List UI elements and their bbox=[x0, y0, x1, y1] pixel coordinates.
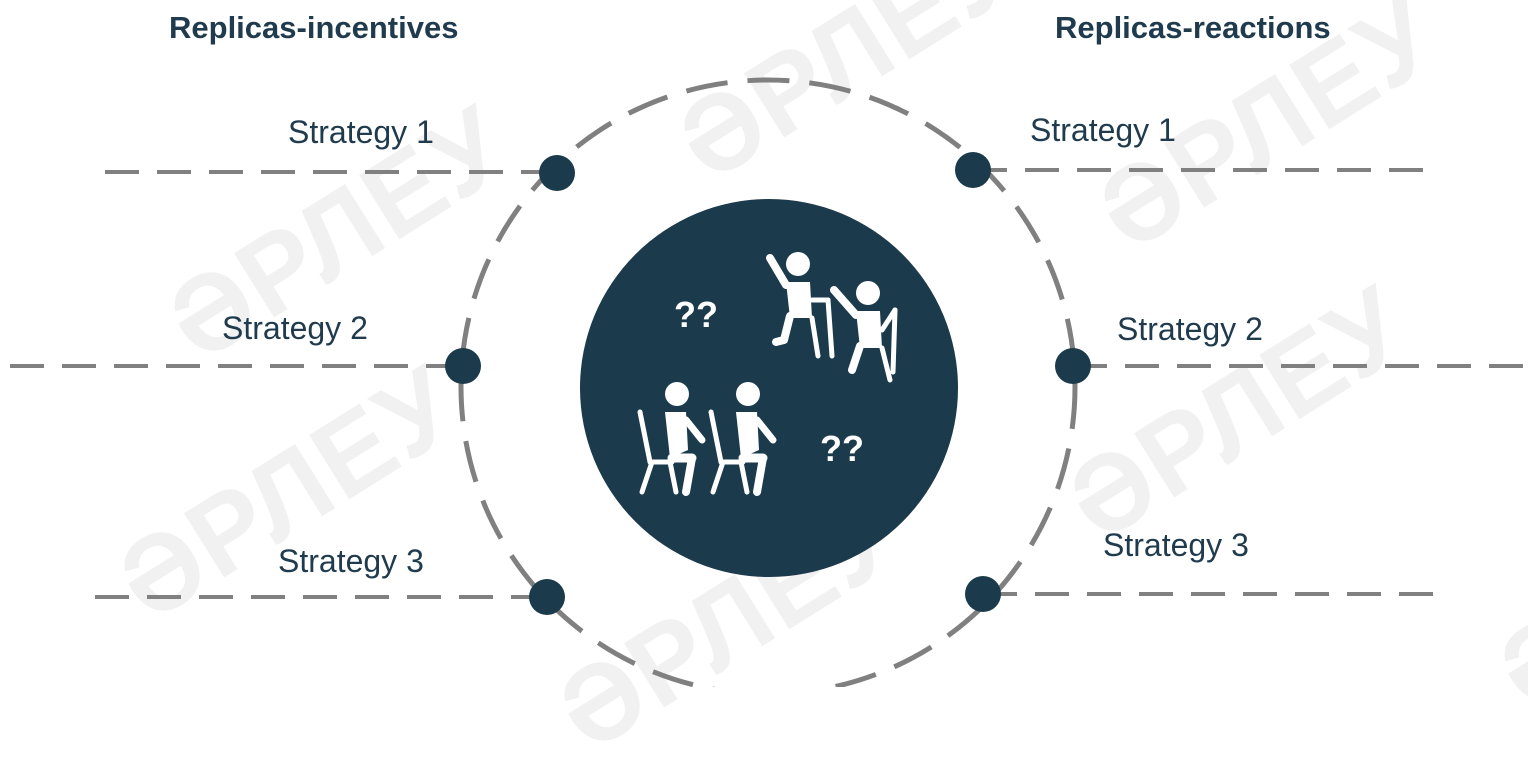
student-raising-hand-2 bbox=[830, 281, 898, 383]
diagram-graphics bbox=[10, 77, 1528, 687]
node-left-3 bbox=[529, 579, 565, 615]
students-raising-hands-icon bbox=[637, 252, 898, 496]
node-right-1 bbox=[955, 152, 991, 188]
left-strategy-2-label: Strategy 2 bbox=[222, 310, 368, 346]
right-strategy-3-label: Strategy 3 bbox=[1103, 527, 1249, 563]
question-marks-upper: ?? bbox=[674, 294, 718, 335]
outer-dashed-ring bbox=[458, 77, 1078, 687]
seated-student-2 bbox=[708, 382, 777, 496]
diagram: ӘРЛЕУ ӘРЛЕУ ӘРЛЕУ ӘРЛЕУ ӘРЛЕУ ӘРЛЕУ ӘРЛЕ… bbox=[10, 0, 1528, 775]
student-raising-hand-1 bbox=[766, 252, 835, 359]
node-left-1 bbox=[539, 155, 575, 191]
heading-replicas-reactions: Replicas-reactions bbox=[1055, 10, 1331, 45]
left-strategy-1-label: Strategy 1 bbox=[288, 114, 434, 150]
heading-replicas-incentives: Replicas-incentives bbox=[169, 10, 459, 45]
right-strategy-2-label: Strategy 2 bbox=[1117, 311, 1263, 347]
node-right-2 bbox=[1055, 348, 1091, 384]
seated-student-1 bbox=[637, 382, 706, 496]
question-marks-lower: ?? bbox=[820, 428, 864, 469]
node-left-2 bbox=[445, 348, 481, 384]
node-right-3 bbox=[965, 576, 1001, 612]
left-strategy-3-label: Strategy 3 bbox=[278, 543, 424, 579]
right-strategy-1-label: Strategy 1 bbox=[1030, 112, 1176, 148]
